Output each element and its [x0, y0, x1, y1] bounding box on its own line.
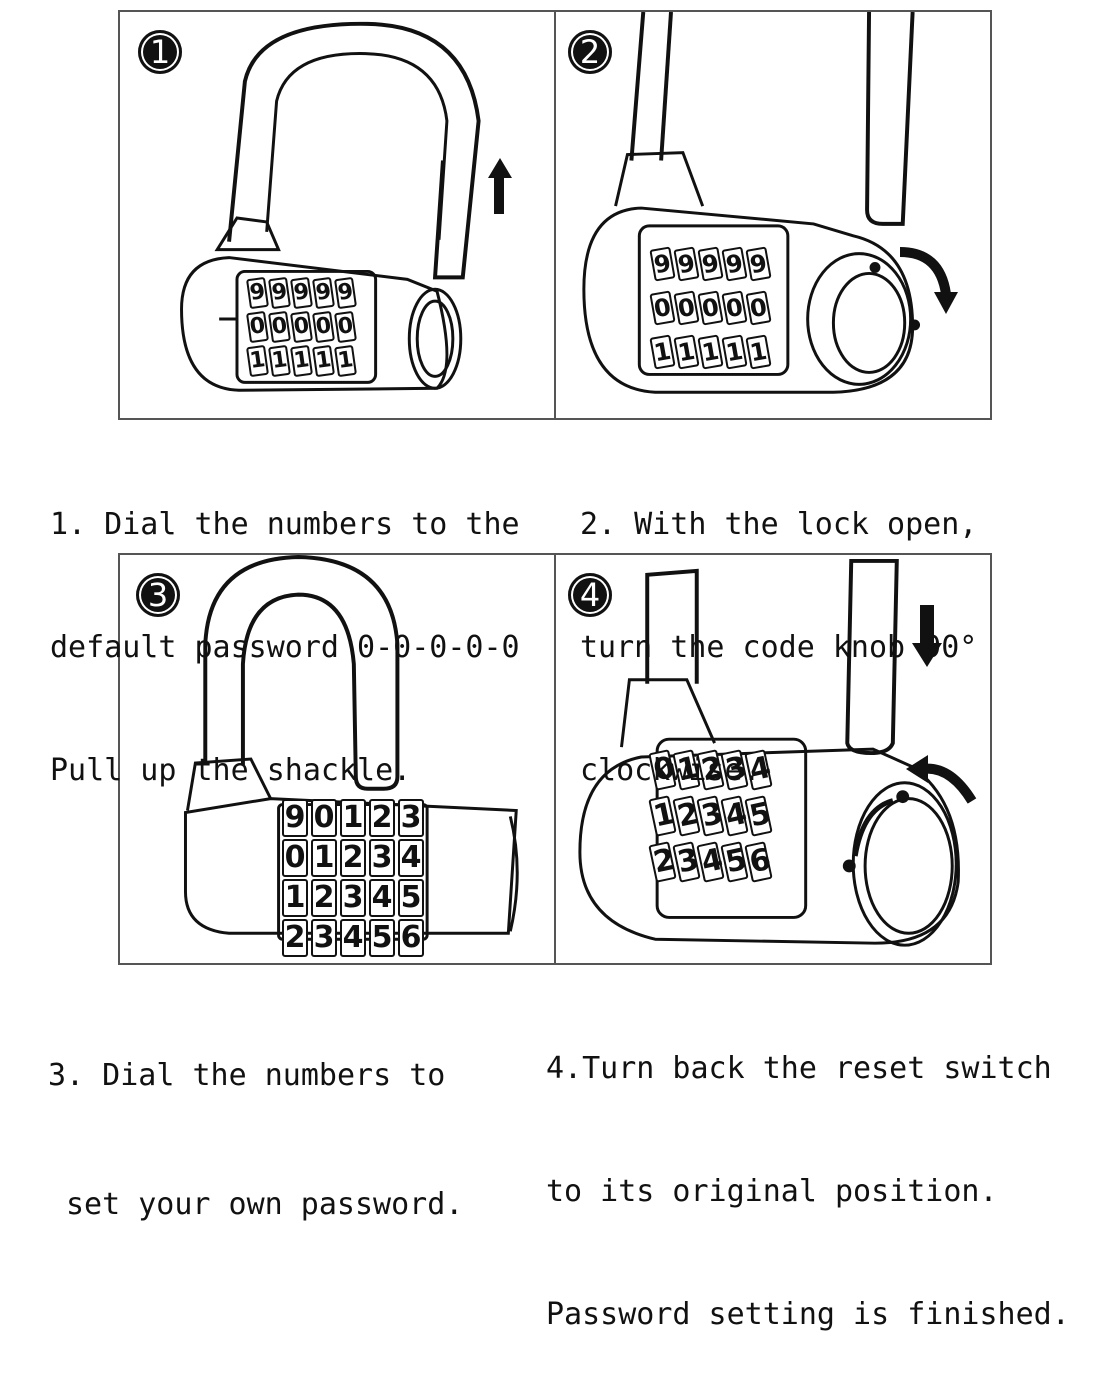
caption-line: Pull up the shackle.: [50, 753, 412, 788]
dial-digit: 3: [311, 919, 337, 957]
caption-line: default password 0-0-0-0-0: [50, 630, 520, 665]
step-1-lock-illustration: [180, 21, 481, 392]
step-4-caption: 4.Turn back the reset switch to its orig…: [546, 966, 1070, 1376]
caption-line: 1. Dial the numbers to the: [50, 507, 520, 542]
dial-digit: 1: [282, 879, 308, 917]
caption-line: 4.Turn back the reset switch: [546, 1051, 1052, 1086]
caption-line: clockwise.: [580, 753, 761, 788]
dial-digit: 0: [246, 310, 269, 344]
dial-digit: 5: [398, 879, 424, 917]
dial-digit: 4: [369, 879, 395, 917]
dial-digit: 4: [340, 919, 366, 957]
dial-digit: 1: [334, 344, 357, 378]
dial-digit: 0: [290, 310, 313, 344]
step-number-badge: 4: [568, 573, 612, 617]
dial-digit: 1: [311, 839, 337, 877]
step-number-badge: 2: [568, 30, 612, 74]
dial-digit: 3: [398, 799, 424, 837]
step-2-caption: 2. With the lock open, turn the code kno…: [580, 422, 977, 832]
step-1-caption: 1. Dial the numbers to the default passw…: [50, 422, 520, 832]
step-3-caption: 3. Dial the numbers to set your own pass…: [48, 968, 463, 1269]
dial-digit: 9: [290, 276, 313, 310]
caption-line: 2. With the lock open,: [580, 507, 978, 542]
step-number-badge: 1: [138, 30, 182, 74]
dial-digit: 1: [246, 344, 269, 378]
dial-digit: 9: [246, 276, 269, 310]
dial-digit: 0: [311, 799, 337, 837]
dial-digit: 1: [268, 344, 291, 378]
dial-digit: 2: [311, 879, 337, 917]
dial-digit: 9: [282, 799, 308, 837]
step-number-badge: 3: [136, 573, 180, 617]
arrow-up-icon: [488, 158, 512, 214]
dial-digit: 2: [282, 919, 308, 957]
dial-digit: 9: [268, 276, 291, 310]
dial-digit: 3: [340, 879, 366, 917]
caption-line: turn the code knob 90°: [580, 630, 978, 665]
caption-line: set your own password.: [66, 1187, 464, 1222]
dial-digit: 0: [268, 310, 291, 344]
step-2-lock-illustration: [582, 12, 921, 394]
dial-digit: 9: [312, 276, 335, 310]
caption-line: 3. Dial the numbers to: [48, 1058, 446, 1093]
dial-digit: 2: [369, 799, 395, 837]
dial-digit: 9: [334, 276, 357, 310]
rotate-counterclockwise-icon: [906, 755, 977, 804]
dial-digit: 0: [282, 839, 308, 877]
rotate-clockwise-icon: [899, 247, 958, 314]
dial-digit: 6: [398, 919, 424, 957]
dial-digit: 1: [340, 799, 366, 837]
caption-line: to its original position.: [546, 1174, 998, 1209]
dial-digit: 4: [398, 839, 424, 877]
dial-digit: 5: [369, 919, 395, 957]
dial-digit: 1: [290, 344, 313, 378]
step-4-lock-illustration: [578, 558, 960, 947]
caption-line: Password setting is finished.: [546, 1297, 1070, 1332]
arrow-down-icon: [912, 605, 942, 667]
dial-digit: 1: [312, 344, 335, 378]
dial-digit: 0: [312, 310, 335, 344]
dial-digit: 3: [369, 839, 395, 877]
dial-digit: 2: [340, 839, 366, 877]
dial-digit: 0: [334, 310, 357, 344]
